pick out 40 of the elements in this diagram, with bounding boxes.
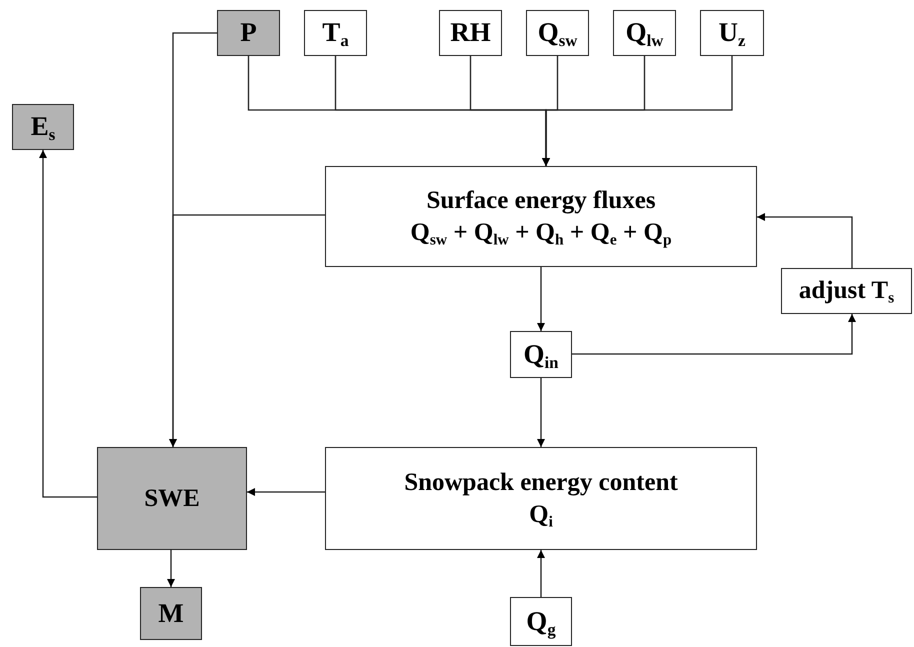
- arrow: [169, 214, 325, 447]
- arrow: [537, 267, 545, 331]
- arrow: [537, 550, 545, 597]
- process-box: [700, 10, 764, 56]
- shaded-box: [217, 10, 280, 56]
- node-label: RH: [450, 16, 491, 50]
- arrow: [757, 213, 853, 268]
- shaded-box: [140, 587, 202, 640]
- process-box: [781, 268, 912, 314]
- process-box: [304, 10, 367, 56]
- node-label: Snowpack energy content: [404, 468, 678, 498]
- arrow: [542, 56, 733, 166]
- node-label: P: [240, 16, 257, 50]
- node-label: Q$_{g}$: [526, 604, 556, 638]
- arrow: [39, 150, 97, 498]
- process-box: [510, 597, 572, 646]
- process-box: [526, 10, 589, 56]
- arrow: [572, 314, 856, 355]
- arrow: [537, 378, 545, 447]
- process-box: [325, 166, 757, 267]
- node-label: Q$_{sw}$: [538, 16, 578, 50]
- node-label: Surface energy fluxes: [426, 186, 656, 216]
- arrow: [247, 488, 325, 496]
- process-box: [510, 331, 572, 378]
- node-label: adjust T$_{s}$: [798, 276, 894, 307]
- process-box: [439, 10, 502, 56]
- process-box: [325, 447, 757, 550]
- shaded-box: [12, 104, 74, 150]
- node-label: U$_{z}$: [718, 16, 746, 50]
- shaded-box: [97, 447, 247, 550]
- process-box: [613, 10, 676, 56]
- node-label: Q$_{sw}$ + Q$_{lw}$ + Q$_{h}$ + Q$_{e}$ + Q$_{p}$: [410, 218, 672, 248]
- node-label: M: [158, 596, 184, 630]
- node-label: T$_{a}$: [322, 16, 349, 50]
- node-label: SWE: [144, 484, 200, 514]
- arrow: [167, 550, 175, 587]
- node-label: Q$_{lw}$: [626, 16, 664, 50]
- node-label: Q$_{i}$: [529, 500, 553, 530]
- node-label: E$_{s}$: [30, 110, 56, 144]
- node-label: Q$_{in}$: [524, 338, 558, 372]
